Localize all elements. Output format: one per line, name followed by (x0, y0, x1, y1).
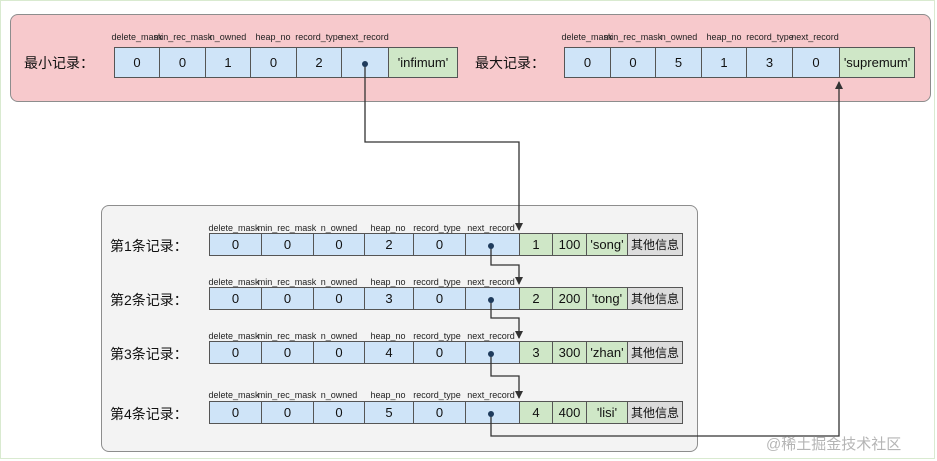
header-label-next-record: next_record (791, 32, 839, 42)
max-heap-no-cell: 1 (701, 47, 747, 78)
n-owned-cell: 0 (313, 341, 365, 364)
record-label: 第2条记录： (110, 292, 188, 308)
next-record-cell (465, 401, 520, 424)
delete-mask-cell: 0 (209, 287, 262, 310)
max-record-type-cell: 3 (746, 47, 793, 78)
min-record-label: 最小记录： (24, 55, 94, 71)
num-cell: 400 (552, 401, 587, 424)
header-label-delete-mask: delete_mask (208, 331, 260, 341)
num-cell: 100 (552, 233, 587, 256)
max-record-label: 最大记录： (475, 55, 545, 71)
next-record-cell (465, 287, 520, 310)
min-record-name-cell: 'infimum' (388, 47, 458, 78)
header-label-n-owned: n_owned (320, 223, 358, 233)
header-label-next-record: next_record (467, 277, 515, 287)
heap-no-cell: 2 (364, 233, 414, 256)
delete-mask-cell: 0 (209, 341, 262, 364)
header-label-min-rec-mask: min_rec_mask (257, 223, 317, 233)
header-label-next-record: next_record (467, 331, 515, 341)
other-info-cell: 其他信息 (627, 401, 683, 424)
id-cell: 3 (519, 341, 553, 364)
next-record-cell (465, 341, 520, 364)
min-delete-mask-cell: 0 (114, 47, 160, 78)
other-info-cell: 其他信息 (627, 287, 683, 310)
header-label-delete-mask: delete_mask (208, 390, 260, 400)
header-label-n-owned: n_owned (320, 390, 358, 400)
record-type-cell: 0 (413, 233, 466, 256)
header-label-n-owned: n_owned (209, 32, 247, 42)
name-cell: 'tong' (586, 287, 628, 310)
header-label-record-type: record_type (746, 32, 794, 42)
min-rec-mask-cell: 0 (261, 401, 314, 424)
id-cell: 1 (519, 233, 553, 256)
max-record-name-cell: 'supremum' (839, 47, 915, 78)
header-label-delete-mask: delete_mask (208, 223, 260, 233)
header-label-heap-no: heap_no (370, 390, 406, 400)
header-label-delete-mask: delete_mask (561, 32, 613, 42)
name-cell: 'zhan' (586, 341, 628, 364)
header-label-heap-no: heap_no (370, 277, 406, 287)
record-type-cell: 0 (413, 287, 466, 310)
header-label-record-type: record_type (295, 32, 343, 42)
id-cell: 4 (519, 401, 553, 424)
id-cell: 2 (519, 287, 553, 310)
header-label-record-type: record_type (413, 223, 461, 233)
name-cell: 'song' (586, 233, 628, 256)
header-label-record-type: record_type (413, 331, 461, 341)
max-next-record-cell: 0 (792, 47, 840, 78)
header-label-min-rec-mask: min_rec_mask (603, 32, 663, 42)
header-label-min-rec-mask: min_rec_mask (257, 331, 317, 341)
record-type-cell: 0 (413, 341, 466, 364)
min-min-rec-mask-cell: 0 (159, 47, 206, 78)
min-rec-mask-cell: 0 (261, 233, 314, 256)
max-min-rec-mask-cell: 0 (610, 47, 656, 78)
other-info-cell: 其他信息 (627, 233, 683, 256)
header-label-min-rec-mask: min_rec_mask (153, 32, 213, 42)
header-label-delete-mask: delete_mask (111, 32, 163, 42)
min-rec-mask-cell: 0 (261, 287, 314, 310)
max-delete-mask-cell: 0 (564, 47, 611, 78)
num-cell: 300 (552, 341, 587, 364)
header-label-next-record: next_record (341, 32, 389, 42)
delete-mask-cell: 0 (209, 401, 262, 424)
num-cell: 200 (552, 287, 587, 310)
min-heap-no-cell: 0 (250, 47, 297, 78)
header-label-n-owned: n_owned (320, 277, 358, 287)
min-rec-mask-cell: 0 (261, 341, 314, 364)
n-owned-cell: 0 (313, 233, 365, 256)
max-n-owned-cell: 5 (655, 47, 702, 78)
header-label-heap-no: heap_no (255, 32, 291, 42)
min-record-type-cell: 2 (296, 47, 342, 78)
header-label-record-type: record_type (413, 277, 461, 287)
watermark: @稀土掘金技术社区 (766, 436, 902, 453)
delete-mask-cell: 0 (209, 233, 262, 256)
next-record-cell (465, 233, 520, 256)
header-label-heap-no: heap_no (370, 223, 406, 233)
header-label-record-type: record_type (413, 390, 461, 400)
header-label-min-rec-mask: min_rec_mask (257, 277, 317, 287)
header-label-heap-no: heap_no (706, 32, 742, 42)
record-label: 第3条记录： (110, 346, 188, 362)
min-next-record-cell (341, 47, 389, 78)
record-type-cell: 0 (413, 401, 466, 424)
n-owned-cell: 0 (313, 401, 365, 424)
n-owned-cell: 0 (313, 287, 365, 310)
heap-no-cell: 5 (364, 401, 414, 424)
heap-no-cell: 3 (364, 287, 414, 310)
min-n-owned-cell: 1 (205, 47, 251, 78)
header-label-next-record: next_record (467, 223, 515, 233)
other-info-cell: 其他信息 (627, 341, 683, 364)
heap-no-cell: 4 (364, 341, 414, 364)
header-label-n-owned: n_owned (660, 32, 698, 42)
header-label-delete-mask: delete_mask (208, 277, 260, 287)
record-label: 第1条记录： (110, 238, 188, 254)
header-label-n-owned: n_owned (320, 331, 358, 341)
header-label-next-record: next_record (467, 390, 515, 400)
name-cell: 'lisi' (586, 401, 628, 424)
record-label: 第4条记录： (110, 406, 188, 422)
header-label-heap-no: heap_no (370, 331, 406, 341)
header-label-min-rec-mask: min_rec_mask (257, 390, 317, 400)
